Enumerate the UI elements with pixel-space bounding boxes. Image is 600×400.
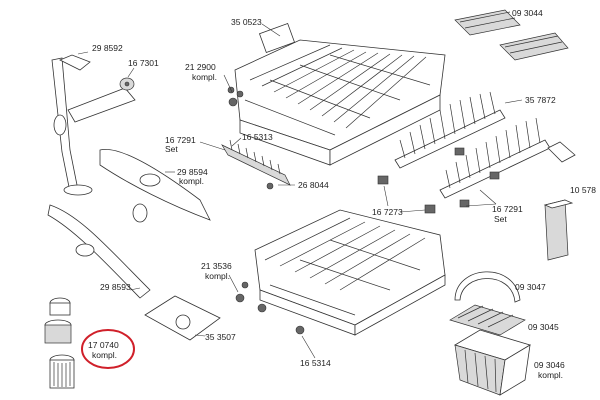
label-16-7291-b-sub: Set: [494, 214, 507, 224]
label-16-7291-b: 16 7291: [492, 204, 523, 214]
cutlery-basket: [454, 329, 531, 396]
label-29-8594-sub: kompl.: [179, 176, 204, 186]
label-09-3046: 09 3046: [534, 360, 565, 370]
label-29-8592: 29 8592: [92, 43, 123, 53]
label-35-7872: 35 7872: [525, 95, 556, 105]
folding-spike-rows: [377, 91, 551, 214]
lower-basket: [235, 209, 446, 336]
label-29-8593: 29 8593: [100, 282, 131, 292]
middle-spray-arm: [99, 148, 211, 223]
small-nozzle-part: [119, 77, 135, 91]
label-09-3045: 09 3045: [528, 322, 559, 332]
label-35-3507: 35 3507: [205, 332, 236, 342]
label-26-8044: 26 8044: [298, 180, 329, 190]
lower-spray-arm: [47, 204, 151, 299]
label-17-0740: 17 0740: [88, 340, 119, 350]
label-09-3044: 09 3044: [512, 8, 543, 18]
label-16-7291-a: 16 7291: [165, 135, 196, 145]
cutlery-rack-pair: [454, 9, 569, 61]
cutlery-basket-lid: [449, 304, 526, 336]
label-10-578: 10 578: [570, 185, 596, 195]
label-16-5313: 16 5313: [242, 132, 273, 142]
label-09-3047: 09 3047: [515, 282, 546, 292]
label-29-8594: 29 8594: [177, 167, 208, 177]
upper-basket: [227, 22, 446, 166]
cup-shelf-insert: [221, 139, 291, 190]
highlight-ring: [81, 329, 135, 369]
label-16-7273: 16 7273: [372, 207, 403, 217]
label-21-3536: 21 3536: [201, 261, 232, 271]
label-21-2900-sub: kompl.: [192, 72, 217, 82]
label-16-7291-a-sub: Set: [165, 144, 178, 154]
rinse-aid-cartridge: [543, 199, 574, 261]
label-21-3536-sub: kompl.: [205, 271, 230, 281]
filter-assembly: [44, 297, 75, 389]
label-35-0523: 35 0523: [231, 17, 262, 27]
label-17-0740-sub: kompl.: [92, 350, 117, 360]
label-16-7301: 16 7301: [128, 58, 159, 68]
filter-plate: [144, 295, 221, 341]
label-16-5314: 16 5314: [300, 358, 331, 368]
upper-spray-tube: [51, 54, 136, 196]
cutlery-basket-handle: [454, 271, 521, 303]
label-21-2900: 21 2900: [185, 62, 216, 72]
label-09-3046-sub: kompl.: [538, 370, 563, 380]
